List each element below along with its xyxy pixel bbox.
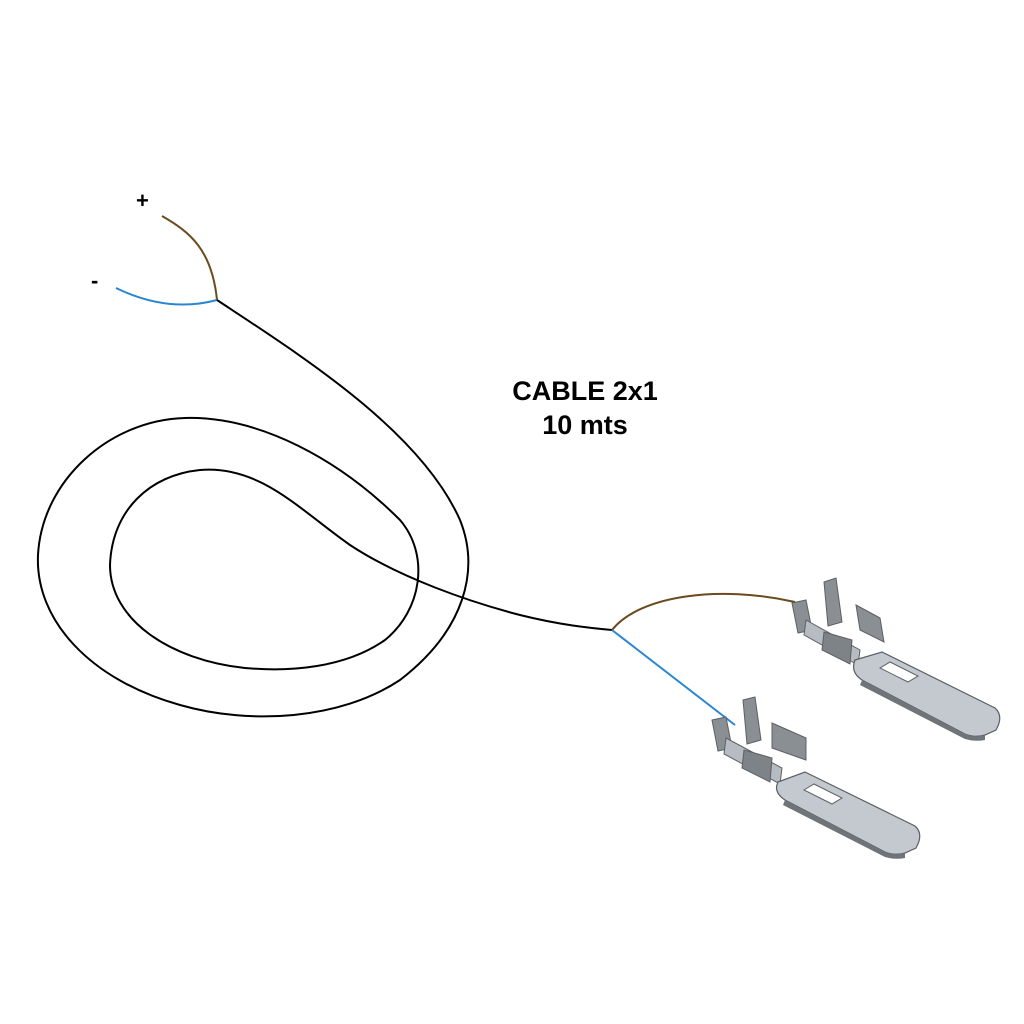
cable-type: CABLE 2x1 [512, 376, 658, 406]
spade-terminal-upper [791, 577, 1001, 741]
negative-wire-left [115, 287, 218, 306]
cable-length: 10 mts [542, 410, 628, 440]
negative-wire-right [611, 629, 736, 726]
positive-label: + [136, 188, 149, 213]
negative-label: - [91, 268, 99, 293]
cable-spec-label: CABLE 2x1 10 mts [470, 374, 700, 442]
spade-terminal-lower [711, 696, 921, 859]
positive-wire-right [611, 592, 796, 631]
main-cable [36, 299, 613, 718]
positive-wire-left [161, 215, 218, 301]
